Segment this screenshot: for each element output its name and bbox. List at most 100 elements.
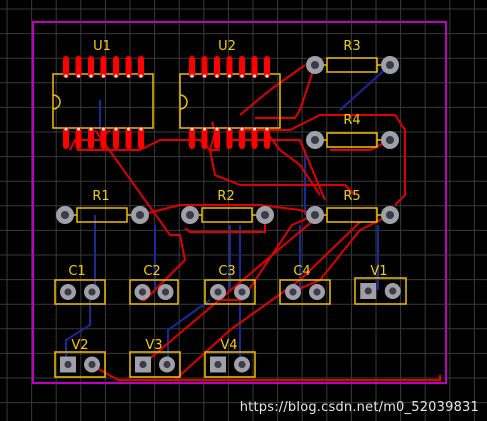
u2-label: U2: [218, 39, 236, 54]
smd-pad: [214, 127, 220, 149]
pad-hole: [135, 210, 145, 220]
pad-hole: [385, 210, 395, 220]
via: [101, 127, 106, 131]
component-v3[interactable]: V3: [129, 338, 181, 378]
top-trace: [239, 64, 306, 116]
smd-pad: [138, 127, 144, 149]
component-v4[interactable]: V4: [204, 338, 256, 378]
pad-hole: [238, 360, 246, 369]
v4-label: V4: [220, 338, 237, 353]
via: [190, 74, 194, 78]
pad-hole: [64, 360, 72, 369]
component-c4[interactable]: C4: [279, 264, 331, 305]
component-r3[interactable]: R3: [306, 39, 399, 74]
smd-pad: [125, 56, 132, 78]
via: [139, 127, 143, 131]
via: [64, 74, 68, 78]
pad-hole: [364, 287, 372, 295]
smd-pad: [239, 56, 245, 78]
u2-notch: [179, 94, 188, 110]
top-trace: [240, 114, 406, 206]
component-v1[interactable]: V1: [354, 264, 407, 305]
via: [64, 127, 68, 131]
pad-hole: [289, 288, 297, 296]
top-trace: [255, 64, 316, 119]
smd-pad: [214, 56, 220, 78]
smd-pad: [100, 127, 107, 149]
u1-body-outline: [52, 73, 154, 129]
pad-hole: [310, 210, 320, 220]
via: [252, 127, 257, 131]
smd-pad: [88, 127, 94, 149]
u2-body-outline: [179, 73, 281, 129]
footprint-outline: [54, 279, 106, 305]
via: [139, 74, 143, 78]
via: [190, 127, 194, 131]
footprint-outline: [129, 351, 181, 378]
via: [126, 74, 131, 78]
via: [101, 74, 106, 78]
component-c3[interactable]: C3: [204, 264, 256, 305]
component-u1[interactable]: U1: [52, 39, 154, 149]
smd-pad: [125, 127, 132, 149]
top-trace: [330, 139, 391, 151]
top-trace: [94, 129, 187, 301]
smd-pad: [189, 127, 195, 149]
component-c2[interactable]: C2: [129, 264, 179, 305]
r3-label: R3: [343, 39, 360, 54]
component-r1[interactable]: R1: [56, 189, 149, 224]
component-u2[interactable]: U2: [179, 39, 281, 149]
resistor-body: [326, 57, 378, 73]
r2-label: R2: [217, 189, 234, 204]
via: [252, 74, 257, 78]
resistor-body: [201, 207, 253, 223]
bottom-trace: [167, 299, 211, 365]
pad-hole: [385, 60, 395, 70]
via: [227, 74, 232, 78]
smd-pad: [63, 127, 69, 149]
pad-hole: [139, 360, 147, 369]
v3-label: V3: [145, 338, 162, 353]
smd-pad: [251, 56, 258, 78]
c1-label: C1: [68, 264, 85, 279]
smd-pad: [75, 56, 82, 78]
top-trace: [139, 214, 321, 368]
pad-hole: [310, 135, 320, 145]
via: [227, 127, 232, 131]
footprint-outline: [354, 277, 407, 305]
footprint-outline: [129, 279, 179, 305]
via: [202, 127, 207, 131]
via: [89, 74, 93, 78]
footprint-outline: [279, 279, 331, 305]
v1-label: V1: [370, 264, 387, 279]
top-trace: [220, 214, 316, 301]
pad-hole: [313, 288, 321, 296]
smd-pad: [201, 127, 208, 149]
via: [240, 74, 244, 78]
pad-hole: [238, 288, 246, 296]
top-trace: [139, 204, 316, 216]
r5-label: R5: [343, 189, 360, 204]
smd-pad: [226, 127, 233, 149]
top-trace: [264, 129, 321, 196]
smd-pad: [113, 56, 119, 78]
component-r4[interactable]: R4: [306, 113, 399, 149]
smd-pad: [138, 56, 144, 78]
via: [114, 74, 118, 78]
pad-hole: [310, 60, 320, 70]
r1-label: R1: [92, 189, 109, 204]
via: [89, 127, 93, 131]
u1-notch: [52, 94, 61, 110]
pad-hole: [161, 288, 170, 296]
component-r5[interactable]: R5: [306, 189, 399, 224]
smd-pad: [239, 127, 245, 149]
c4-label: C4: [293, 264, 310, 279]
component-c1[interactable]: C1: [54, 264, 106, 305]
via: [76, 127, 81, 131]
pad-hole: [60, 210, 70, 220]
component-r2[interactable]: R2: [181, 189, 274, 224]
component-v2[interactable]: V2: [54, 338, 106, 378]
pad-hole: [64, 288, 72, 296]
pad-hole: [138, 288, 147, 296]
